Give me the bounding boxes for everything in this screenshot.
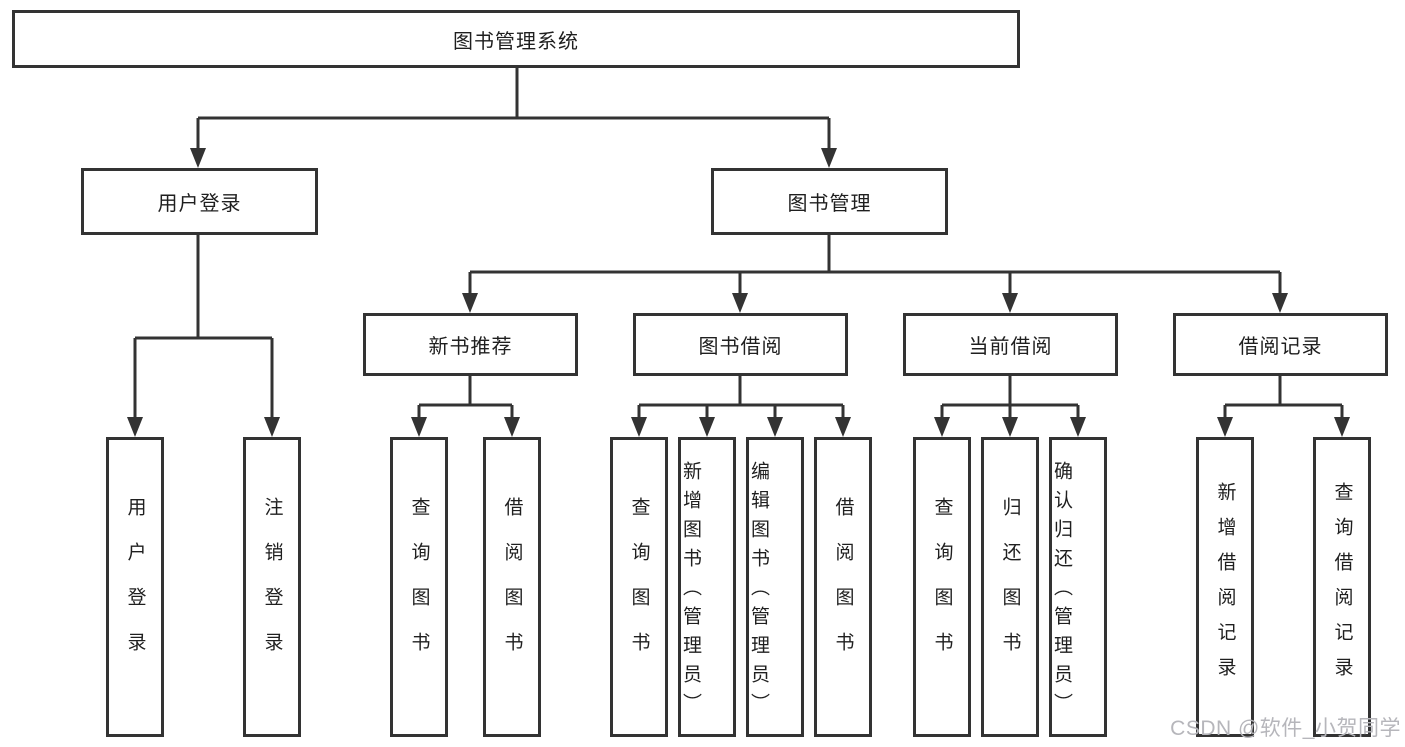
node-current-borrow: 当前借阅 — [903, 313, 1118, 376]
leaf-current-return-books: 归还图书 — [981, 437, 1039, 737]
leaf-records-query-record: 查询借阅记录 — [1313, 437, 1371, 737]
arrow-down-icon — [699, 417, 715, 437]
leaf-newbook-query-books: 查询图书 — [390, 437, 448, 737]
arrow-down-icon — [127, 417, 143, 437]
node-label: 用户登录 — [157, 193, 242, 215]
arrow-down-icon — [1002, 417, 1018, 437]
node-label: 查询图书 — [628, 497, 650, 677]
node-label: 新增图书（管理员） — [680, 460, 701, 722]
connector-lines — [133, 68, 1344, 419]
arrow-down-icon — [1217, 417, 1233, 437]
node-label: 当前借阅 — [968, 336, 1053, 358]
node-label: 编辑图书（管理员） — [748, 460, 769, 722]
arrow-down-icon — [631, 417, 647, 437]
arrow-down-icon — [264, 417, 280, 437]
arrow-down-icon — [835, 417, 851, 437]
leaf-borrow-query-books: 查询图书 — [610, 437, 668, 737]
node-book-management: 图书管理 — [711, 168, 948, 235]
arrow-down-icon — [462, 293, 478, 313]
arrow-down-icon — [1272, 293, 1288, 313]
leaf-current-confirm-return-admin: 确认归还（管理员） — [1049, 437, 1107, 737]
node-label: 借阅记录 — [1238, 336, 1323, 358]
arrow-down-icon — [1070, 417, 1086, 437]
node-label: 查询图书 — [408, 497, 430, 677]
node-borrow-records: 借阅记录 — [1173, 313, 1388, 376]
connector-newbook-to-leaves — [417, 376, 514, 419]
node-label: 新增借阅记录 — [1214, 482, 1236, 692]
connector-records-to-leaves — [1223, 376, 1344, 419]
connector-root-to-level2 — [196, 68, 831, 150]
arrow-down-icon — [1002, 293, 1018, 313]
node-label: 查询图书 — [931, 497, 953, 677]
node-label: 注销登录 — [261, 497, 283, 677]
connector-mgmt-to-level3 — [468, 235, 1282, 295]
connector-current-to-leaves — [940, 376, 1080, 419]
leaf-logout: 注销登录 — [243, 437, 301, 737]
node-new-book-recommend: 新书推荐 — [363, 313, 578, 376]
arrow-down-icon — [1334, 417, 1350, 437]
leaf-current-query-books: 查询图书 — [913, 437, 971, 737]
arrow-down-icon — [411, 417, 427, 437]
leaf-user-login: 用户登录 — [106, 437, 164, 737]
node-label: 用户登录 — [124, 497, 146, 677]
node-label: 借阅图书 — [832, 497, 854, 677]
connector-borrow-to-leaves — [637, 376, 845, 419]
node-label: 归还图书 — [999, 497, 1021, 677]
node-root: 图书管理系统 — [12, 10, 1020, 68]
arrow-down-icon — [732, 293, 748, 313]
watermark: CSDN @软件_小贺同学 — [1170, 717, 1401, 740]
arrowheads — [127, 148, 1350, 437]
connector-login-to-leaves — [133, 235, 274, 419]
node-label: 图书管理系统 — [453, 30, 579, 53]
node-label: 借阅图书 — [501, 497, 523, 677]
node-book-borrow: 图书借阅 — [633, 313, 848, 376]
arrow-down-icon — [821, 148, 837, 168]
node-label: 图书管理 — [787, 193, 872, 215]
leaf-borrow-borrow-books: 借阅图书 — [814, 437, 872, 737]
leaf-borrow-add-books-admin: 新增图书（管理员） — [678, 437, 736, 737]
node-user-login: 用户登录 — [81, 168, 318, 235]
arrow-down-icon — [767, 417, 783, 437]
node-label: 图书借阅 — [698, 336, 783, 358]
arrow-down-icon — [504, 417, 520, 437]
leaf-newbook-borrow-books: 借阅图书 — [483, 437, 541, 737]
arrow-down-icon — [190, 148, 206, 168]
leaf-records-add-record: 新增借阅记录 — [1196, 437, 1254, 737]
node-label: 查询借阅记录 — [1331, 482, 1353, 692]
leaf-borrow-edit-books-admin: 编辑图书（管理员） — [746, 437, 804, 737]
arrow-down-icon — [934, 417, 950, 437]
node-label: 确认归还（管理员） — [1051, 460, 1072, 722]
node-label: 新书推荐 — [428, 336, 513, 358]
